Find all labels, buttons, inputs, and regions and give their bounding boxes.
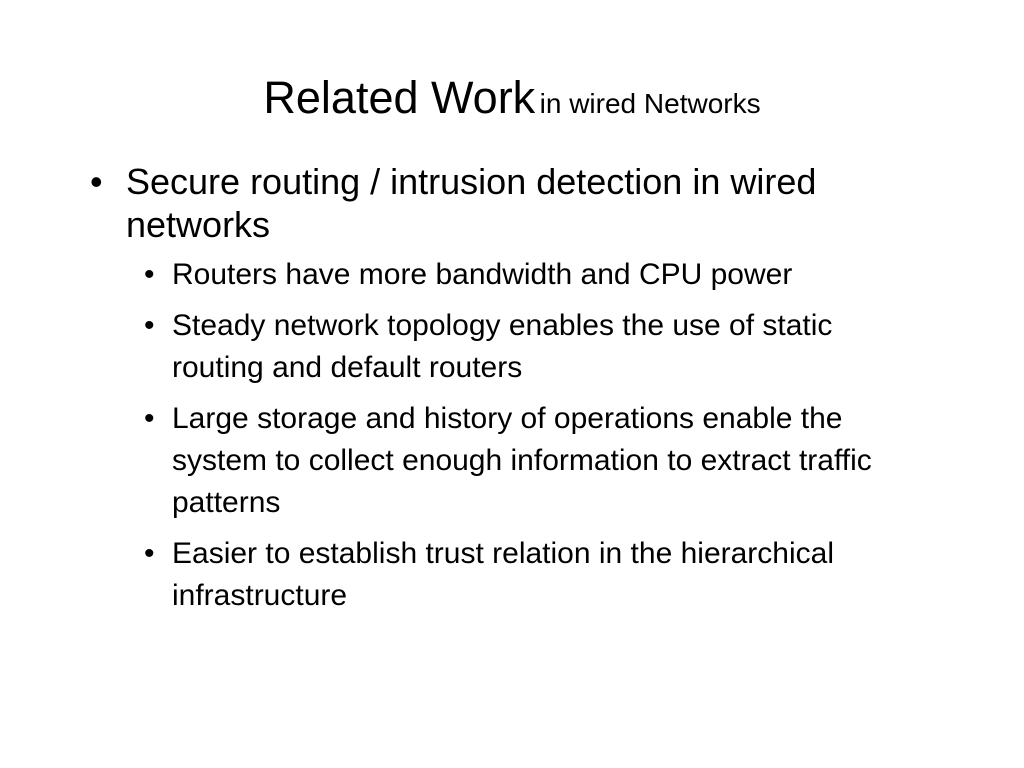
bullet-point: • Secure routing / intrusion detection i…	[90, 160, 950, 617]
bullet-list: • Secure routing / intrusion detection i…	[90, 160, 950, 626]
sub-bullet-text: Routers have more bandwidth and CPU powe…	[172, 258, 793, 291]
sub-bullet-text: Large storage and history of operations …	[172, 402, 872, 519]
title-main: Related Work	[263, 72, 536, 123]
bullet-glyph: •	[144, 402, 155, 435]
sub-bullet-text: Easier to establish trust relation in th…	[172, 537, 834, 612]
bullet-glyph: •	[144, 537, 155, 570]
sub-bullet-point: • Steady network topology enables the us…	[144, 305, 912, 389]
bullet-glyph: •	[144, 258, 155, 291]
slide-title: Related Work in wired Networks	[0, 68, 1024, 139]
sub-bullet-point: • Large storage and history of operation…	[144, 398, 912, 524]
sub-bullet-text: Steady network topology enables the use …	[172, 309, 833, 384]
sub-bullet-point: • Easier to establish trust relation in …	[144, 533, 912, 617]
bullet-point-text: Secure routing / intrusion detection in …	[126, 161, 817, 245]
bullet-glyph: •	[90, 161, 103, 202]
sub-bullet-list: • Routers have more bandwidth and CPU po…	[144, 254, 950, 617]
bullet-glyph: •	[144, 309, 155, 342]
title-subtitle: in wired Networks	[539, 88, 761, 119]
sub-bullet-point: • Routers have more bandwidth and CPU po…	[144, 254, 912, 296]
